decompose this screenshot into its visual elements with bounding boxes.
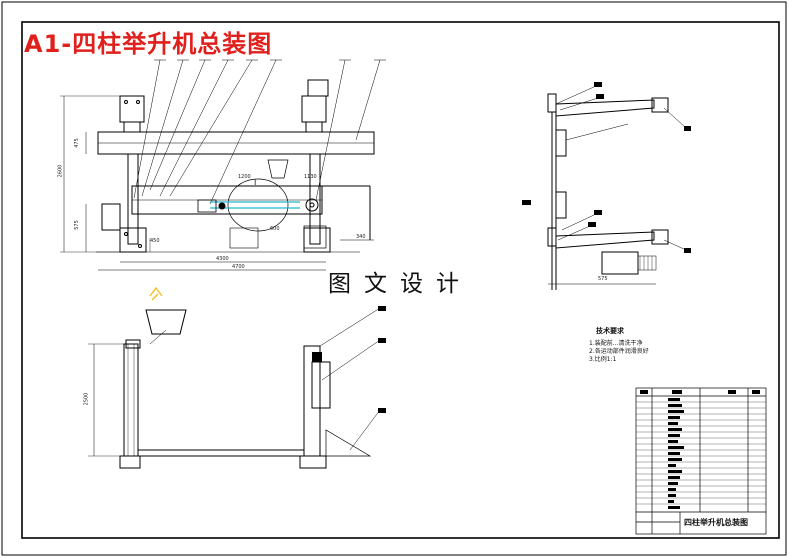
dim-front-total-width: 4300 [216, 256, 229, 262]
side-leader-labels [522, 82, 691, 253]
dim-left-lower: 575 [73, 220, 80, 230]
front-cyan-highlight [210, 201, 300, 209]
yellow-accent [149, 286, 163, 301]
end-view [88, 307, 381, 469]
end-view-fill [312, 306, 386, 413]
inner-border [21, 21, 780, 539]
dim-callout-1200: 1200 [238, 174, 251, 180]
dim-side-width: 575 [598, 276, 608, 282]
front-view [60, 59, 386, 271]
dim-left-height: 2600 [57, 164, 64, 178]
dim-right-1130: 1130 [304, 174, 317, 180]
front-hydraulic [197, 199, 226, 213]
parts-list-marks [640, 390, 760, 509]
dim-right-340: 340 [356, 234, 366, 240]
tech-requirement-2: 2.各运动部件润滑良好 [589, 348, 649, 355]
tech-requirement-3: 3.比例1:1 [589, 356, 617, 363]
watermark-text: 图文设计 [326, 264, 474, 298]
dim-bottom-height: 2500 [83, 392, 90, 406]
tech-requirements-heading: 技术要求 [596, 327, 624, 335]
dim-left-upper: 475 [73, 138, 80, 148]
drawing-title: A1-四柱举升机总装图 [24, 30, 273, 58]
dim-inner-450: 450 [150, 238, 160, 244]
section-mark-I: I [254, 178, 257, 187]
dim-front-overall: 4700 [232, 264, 245, 270]
parts-list-rows [636, 401, 766, 505]
title-block-drawing-name: 四柱举升机总装图 [684, 518, 748, 527]
tech-requirement-1: 1.装配前...清洗干净 [589, 340, 643, 347]
dim-callout-600: 600 [270, 226, 280, 232]
parts-list-table [635, 387, 767, 535]
side-view [547, 85, 687, 290]
